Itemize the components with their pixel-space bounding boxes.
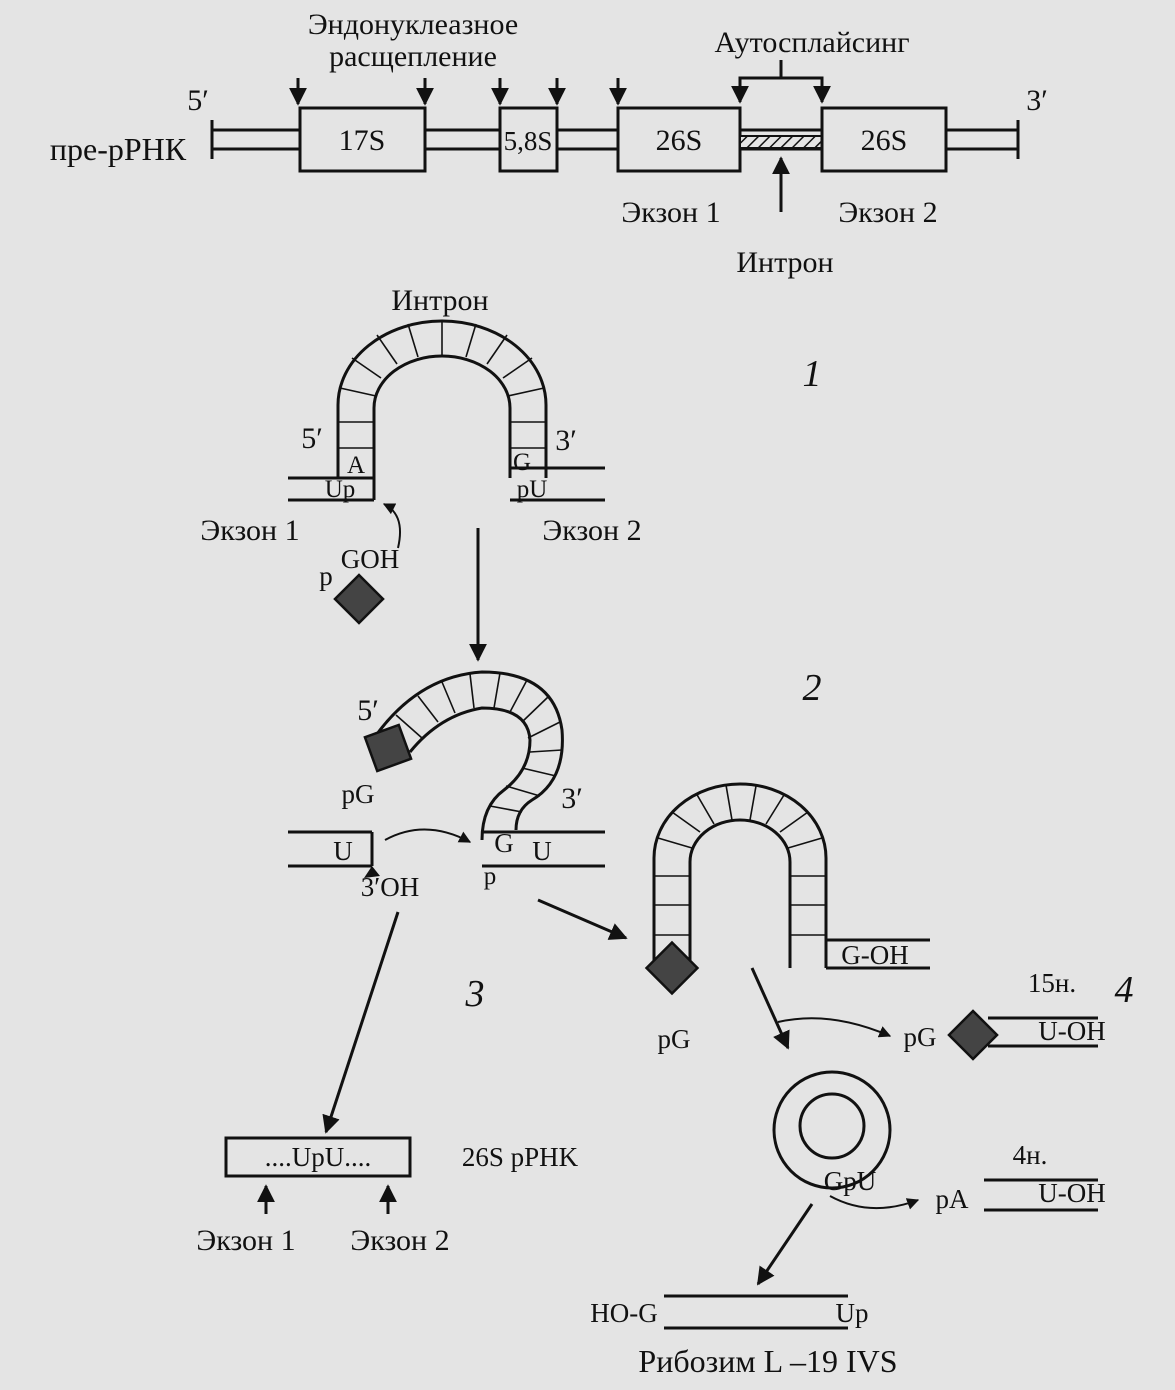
p-label-step2: p [484, 863, 497, 890]
intron-hook-inner [410, 708, 530, 840]
to-spliced-rrna-arrow [326, 912, 398, 1132]
guanosine-diamond-step1 [335, 575, 383, 623]
exon1-label-bottom: Экзон 1 [196, 1224, 295, 1257]
ribozyme-label: Рибозим L –19 IVS [638, 1343, 897, 1379]
ho-g-label: HO-G [590, 1298, 658, 1328]
exon2-label-top: Экзон 2 [838, 196, 937, 229]
three-prime-label: 3′ [1026, 84, 1048, 117]
guanosine-block-step2 [365, 725, 411, 771]
15nt-label: 15н. [1028, 968, 1076, 998]
g-oh-label: G-OH [841, 940, 909, 970]
intron-label-step1: Интрон [391, 284, 488, 317]
endonuclease-label-line2: расщепление [329, 40, 497, 73]
intron-arch-rungs [338, 321, 546, 448]
to-released-intron-arrow [538, 900, 626, 938]
pG-label-step2: pG [342, 779, 375, 809]
step-1: Интрон 1 5′ 3′ A Up G p [200, 284, 821, 660]
release-15nt-arrow [778, 1018, 890, 1036]
autosplicing-label: Аутосплайсинг [714, 26, 909, 59]
U-label-exon1: U [333, 836, 353, 866]
exon1-label-step1: Экзон 1 [200, 514, 299, 547]
gpu-label: GpU [824, 1166, 877, 1196]
U-label-exon2: U [532, 836, 552, 866]
step-number-2: 2 [803, 667, 822, 709]
nucleotide-pU: pU [517, 476, 548, 503]
to-ribozyme-arrow [758, 1204, 812, 1284]
26s-rrna-label: 26S pPHK [462, 1142, 579, 1172]
three-prime-step1: 3′ [555, 424, 577, 457]
label-17s: 17S [339, 124, 386, 157]
nucleotide-Up: Up [325, 476, 356, 503]
intron-label-top: Интрон [736, 246, 833, 279]
intron-hook-rungs [396, 673, 562, 812]
released-intron-inner [690, 820, 790, 968]
up-label-ribozyme: Up [836, 1298, 869, 1328]
nucleotide-A: A [347, 452, 365, 479]
G-label-step2: G [494, 828, 514, 858]
pA-label: pA [936, 1184, 970, 1214]
u-oh-label-4nt: U-OH [1038, 1178, 1106, 1208]
nucleotide-G: G [513, 449, 531, 476]
endonuclease-label-line1: Эндонуклеазное [308, 8, 518, 41]
five-prime-label: 5′ [187, 84, 209, 117]
upu-label: ....UpU.... [265, 1142, 372, 1172]
exon2-label-bottom: Экзон 2 [350, 1224, 449, 1257]
exon1-label-top: Экзон 1 [621, 196, 720, 229]
intron-hatched [740, 136, 822, 148]
released-intron-rungs [654, 785, 826, 935]
step-number-4: 4 [1115, 969, 1134, 1011]
five-prime-step1: 5′ [301, 422, 323, 455]
intron-arch-inner [374, 356, 510, 478]
oh-attack-arrow [385, 829, 470, 842]
circular-intron-inner [800, 1094, 864, 1158]
three-prime-step2: 3′ [561, 782, 583, 815]
step-2: 2 5′ pG 3′ U G U p 3 [288, 667, 822, 1132]
pre-rrna-label: пре-рРНК [50, 131, 187, 167]
p-label-step1: p [319, 561, 333, 591]
4nt-label: 4н. [1013, 1140, 1048, 1170]
label-26s-a: 26S [656, 124, 703, 157]
pre-rrna-map: Эндонуклеазное расщепление Аутосплайсинг… [50, 8, 1048, 279]
goh-attack-arrow [384, 504, 400, 548]
pG-label-step4: pG [904, 1022, 937, 1052]
u-oh-label-15nt: U-OH [1038, 1016, 1106, 1046]
five-prime-step2: 5′ [357, 694, 379, 727]
autosplicing-bracket [740, 78, 822, 100]
three-oh-label: 3′OH [361, 872, 419, 902]
exon2-label-step1: Экзон 2 [542, 514, 641, 547]
release-4nt-arrow [830, 1196, 918, 1208]
step-number-1: 1 [803, 353, 822, 395]
to-circular-arrow [752, 968, 788, 1048]
label-58s: 5,8S [504, 126, 553, 156]
goh-label: GOH [341, 544, 400, 574]
pG-label-step3: pG [658, 1024, 691, 1054]
label-26s-b: 26S [861, 124, 908, 157]
step-number-3: 3 [465, 973, 485, 1015]
